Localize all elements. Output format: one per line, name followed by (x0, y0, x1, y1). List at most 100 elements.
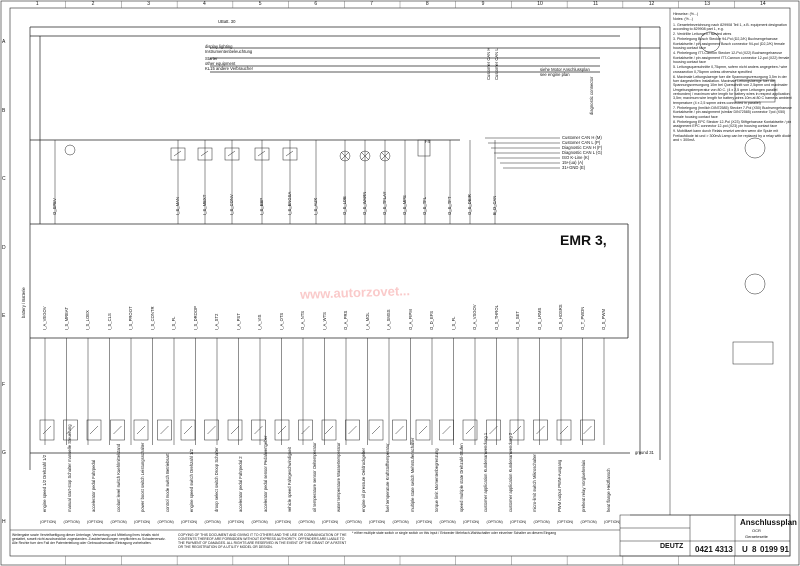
lower-signal-label: O_A_PRS (343, 310, 348, 330)
component-box (580, 419, 595, 441)
row-letter: D (2, 244, 6, 251)
lower-signal-label: O_A_FIPM (407, 309, 413, 330)
display-label-de: Instrumentenbeleuchtung (205, 49, 253, 54)
warning-lamp (339, 150, 351, 162)
other-equipment-label: other equipment (205, 61, 236, 66)
note-item: 7. Pinbelegung (hmilich DIN72585) Stecke… (673, 105, 792, 119)
upper-signal-label: O_S_WARN (362, 191, 367, 215)
emr3-control-unit (30, 223, 629, 339)
component-box (86, 419, 102, 441)
component-label: engine speed 1/2 Drehzahl 1/2 (42, 454, 47, 512)
note-item: 2. Verdrillte Leitungen / twisted wires (673, 32, 732, 37)
notes-list: Hinweise: (%...)Notes: (%...)1. Geraeteb… (673, 12, 793, 142)
connector-symbol (699, 31, 721, 53)
component-box (392, 419, 407, 441)
tb-subtitle2: Geraeteseite (745, 534, 768, 539)
option-tag: (OPTION) (275, 520, 292, 524)
upper-signal-label: O_S_LDE (342, 196, 347, 215)
column-number: 7 (370, 1, 373, 7)
component-box (368, 419, 384, 441)
component-box (462, 419, 478, 441)
upper-signal-label: O_S_TFT (447, 196, 452, 215)
upper-switch (254, 147, 270, 161)
option-tag: (OPTION) (486, 520, 503, 524)
component-label: manual start-stop Schalter manuelle Steu… (66, 424, 72, 512)
component-arrow (371, 425, 381, 435)
option-tag: (OPTION) (345, 520, 362, 524)
component-arrow (113, 425, 122, 435)
option-tag: (OPTION) (557, 520, 574, 524)
switch-blade (257, 150, 266, 157)
fuse-box (417, 139, 431, 157)
component-arrow (183, 425, 193, 435)
ubatt-label: UBatt. 30 (218, 19, 236, 24)
customer-line-label: 15+(ua) (A) (562, 159, 584, 165)
component-box (509, 419, 525, 441)
component-label: engine oil pressure Oeldruckgeber (360, 447, 366, 512)
component-arrow (230, 425, 240, 435)
column-number: 10 (537, 1, 543, 7)
lower-signal-label: I_A_OTS (278, 312, 284, 330)
row-letter: F (2, 381, 6, 388)
lower-signal-label: I_A_SMSS (386, 309, 391, 330)
component-box (204, 419, 219, 441)
option-tag: (OPTION) (369, 520, 386, 524)
component-box (110, 419, 125, 441)
row-letter: B (2, 107, 6, 114)
component-arrow (489, 425, 498, 435)
component-box (157, 419, 172, 441)
lower-signal-label: I_A_PST (235, 313, 241, 330)
component-box (227, 419, 243, 441)
option-tag: (OPTION) (228, 520, 245, 524)
option-tag: (OPTION) (181, 520, 198, 524)
component-arrow (160, 425, 169, 435)
customer-line-label: ISO K-Line (K) (562, 154, 590, 160)
lower-signal-label: O_S_LRMS (536, 307, 542, 330)
switch-blade (200, 150, 209, 157)
display-label: display lighting (205, 44, 233, 49)
note-item: 5. Leitungsquerschnitte 0,75qmm, sofern … (673, 65, 788, 74)
lower-signal-label: I_S_FL (171, 316, 176, 330)
component-arrow (583, 425, 592, 435)
component-arrow (559, 425, 569, 435)
column-dividers (65, 1, 735, 565)
component-arrow (66, 425, 75, 435)
upper-switch (224, 147, 240, 161)
customer-line-label: Diagnostic CAN H (F) (562, 144, 603, 150)
component-label: fuel temperature Kraftstofftemperatur (385, 443, 390, 512)
can-h-label: Customer CAN H (486, 47, 491, 80)
lower-signal-label: O_S_HOSRS (558, 304, 563, 330)
component-label: heat flange Heizflansch (605, 468, 611, 512)
component-label: control mode switch Betriebsart (164, 453, 170, 512)
component-arrow (136, 425, 146, 435)
switch-blade (227, 150, 236, 157)
lower-signal-label: O_D_EFS (429, 310, 434, 330)
upper-signal-label: O_S_TFL (422, 196, 427, 215)
column-number: 11 (593, 1, 599, 7)
upper-switch (282, 147, 298, 161)
can-l-label: Customer CAN L (494, 48, 499, 80)
note-item: 4. Pinbelegung ITT-Cannon Stecker 12-Pol… (673, 51, 790, 64)
warning-lamp-left (64, 144, 76, 156)
warning-lamp (359, 150, 371, 162)
component-label: accelerator pedal sensor Pedalwertgeber (262, 435, 268, 512)
tb-sheet2: 8 (752, 545, 757, 554)
switch-blade (285, 150, 294, 157)
component-box (486, 419, 501, 441)
starter-label: Starter (205, 56, 218, 61)
customer-line-label: Customer CAN H (M) (562, 134, 602, 140)
component-arrow (465, 425, 475, 435)
component-label: water temperature Wassertemperatur (336, 442, 341, 512)
column-number: 9 (481, 1, 485, 7)
component-box (556, 419, 572, 441)
lower-signal-label: I_S_FL (450, 316, 456, 330)
component-label: multiple state switch Mehrstufenschalter (409, 437, 415, 512)
engine-plan-label: siehe Motor Anschlussplan (540, 67, 590, 72)
row-letter: C (2, 176, 6, 183)
switch-symbols (170, 147, 298, 161)
column-number: 6 (314, 1, 318, 7)
component-label: accelerator pedal Fahrpedal (91, 459, 96, 512)
column-number: 8 (425, 1, 429, 7)
component-label: engine speed switch Drehzahl 1/2 (189, 449, 194, 512)
upper-signal-label: I_S_CONV (229, 194, 234, 215)
